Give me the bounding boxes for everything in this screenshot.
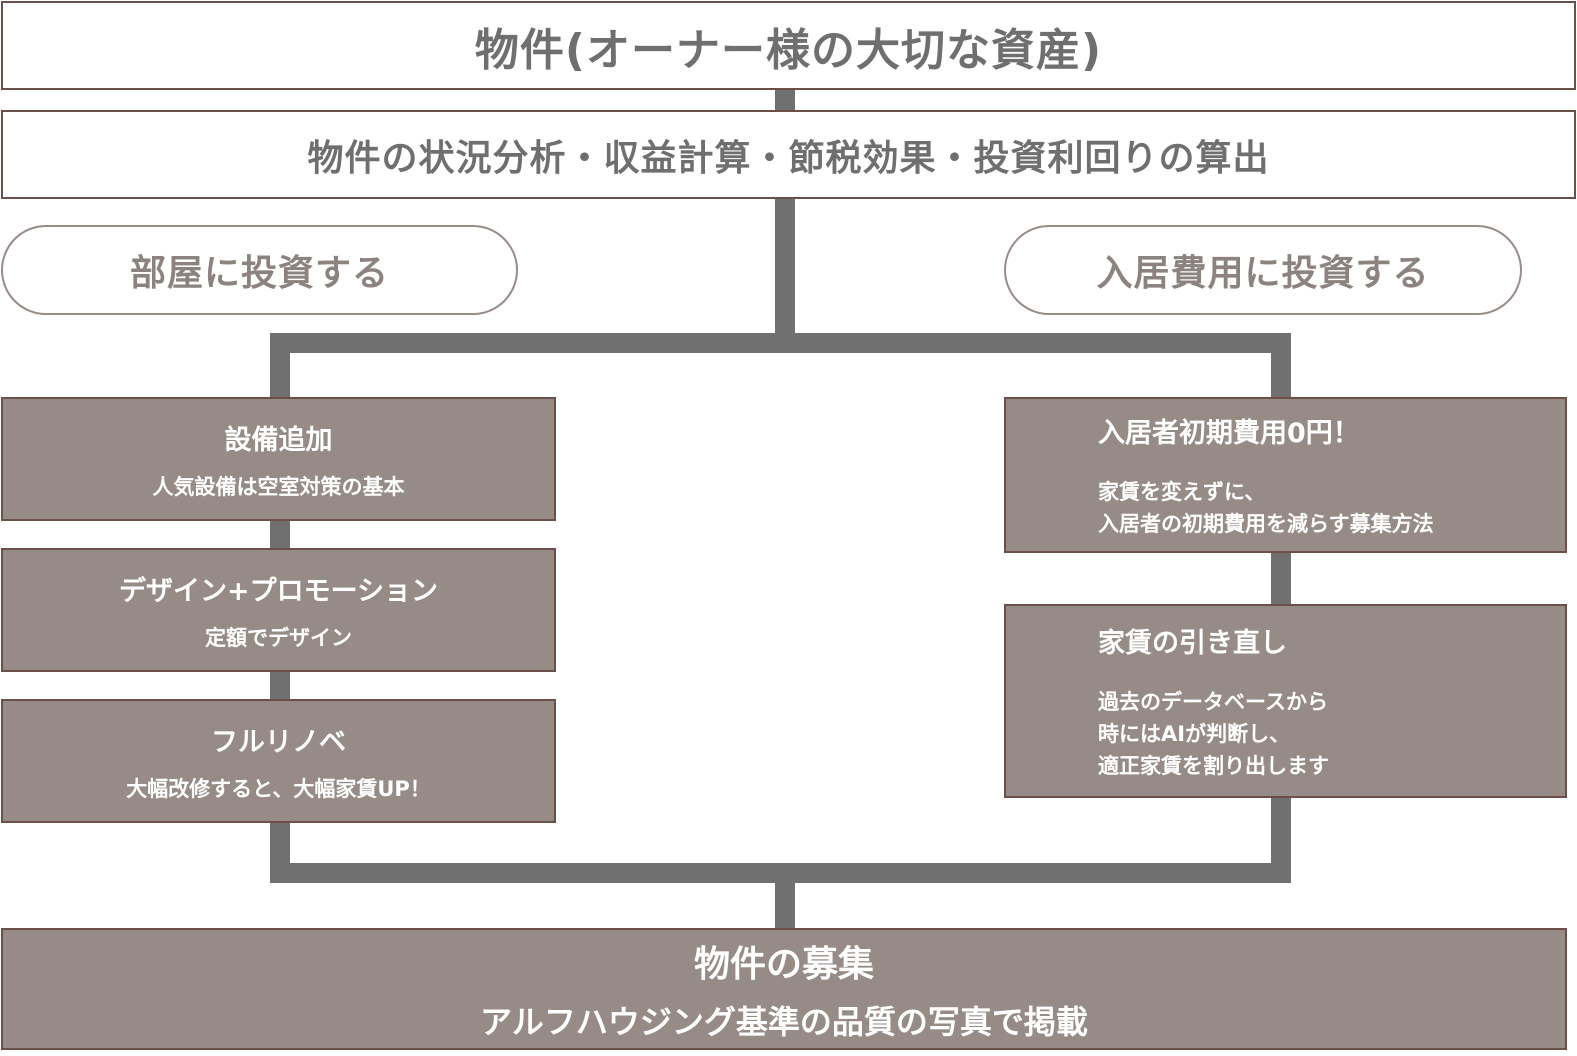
card-zero-initial-cost: 入居者初期費用0円！ 家賃を変えずに、 入居者の初期費用を減らす募集方法	[1004, 397, 1567, 553]
asset-title-box: 物件(オーナー様の大切な資産)	[1, 1, 1576, 90]
card-subtitle-line: 入居者の初期費用を減らす募集方法	[1098, 511, 1434, 536]
recruitment-box: 物件の募集 アルフハウジング基準の品質の写真で掲載	[1, 928, 1567, 1050]
card-subtitle-line: 時にはAIが判断し、	[1098, 721, 1291, 746]
analysis-text: 物件の状況分析・収益計算・節税効果・投資利回りの算出	[307, 137, 1270, 179]
analysis-box: 物件の状況分析・収益計算・節税効果・投資利回りの算出	[1, 110, 1576, 199]
card-title: 家賃の引き直し	[1098, 627, 1287, 659]
recruitment-subtitle: アルフハウジング基準の品質の写真で掲載	[480, 1003, 1088, 1041]
card-rent-reset: 家賃の引き直し 過去のデータベースから 時にはAIが判断し、 適正家賃を割り出し…	[1004, 604, 1567, 798]
card-subtitle: 人気設備は空室対策の基本	[152, 474, 405, 499]
card-title: フルリノベ	[211, 726, 346, 758]
connector-analysis-to-split	[775, 199, 795, 334]
card-full-renovation: フルリノベ 大幅改修すると、大幅家賃UP！	[1, 699, 556, 823]
card-title: デザイン+プロモーション	[118, 575, 439, 607]
connector-top-horizontal	[270, 333, 1291, 353]
card-subtitle: 大幅改修すると、大幅家賃UP！	[126, 776, 431, 801]
card-subtitle: 定額でデザイン	[205, 625, 352, 650]
recruitment-title: 物件の募集	[693, 944, 874, 985]
branch-label-room: 部屋に投資する	[1, 225, 518, 315]
connector-top-to-analysis	[775, 90, 795, 110]
branch-label-move-in-cost: 入居費用に投資する	[1004, 225, 1522, 315]
card-subtitle-line: 家賃を変えずに、	[1098, 479, 1266, 504]
card-title: 入居者初期費用0円！	[1098, 417, 1360, 449]
card-subtitle-line: 過去のデータベースから	[1098, 689, 1328, 714]
card-equipment: 設備追加 人気設備は空室対策の基本	[1, 397, 556, 521]
card-subtitle-line: 適正家賃を割り出します	[1098, 753, 1329, 778]
branch-label-move-in-cost-text: 入居費用に投資する	[1096, 253, 1430, 294]
card-subtitle: 家賃を変えずに、 入居者の初期費用を減らす募集方法	[1098, 476, 1565, 540]
card-title: 設備追加	[224, 424, 333, 456]
card-subtitle: 過去のデータベースから 時にはAIが判断し、 適正家賃を割り出します	[1098, 686, 1565, 782]
branch-label-room-text: 部屋に投資する	[129, 253, 389, 294]
connector-merge-to-bottom	[775, 863, 795, 929]
asset-title: 物件(オーナー様の大切な資産)	[474, 24, 1103, 76]
card-design-promotion: デザイン+プロモーション 定額でデザイン	[1, 548, 556, 672]
